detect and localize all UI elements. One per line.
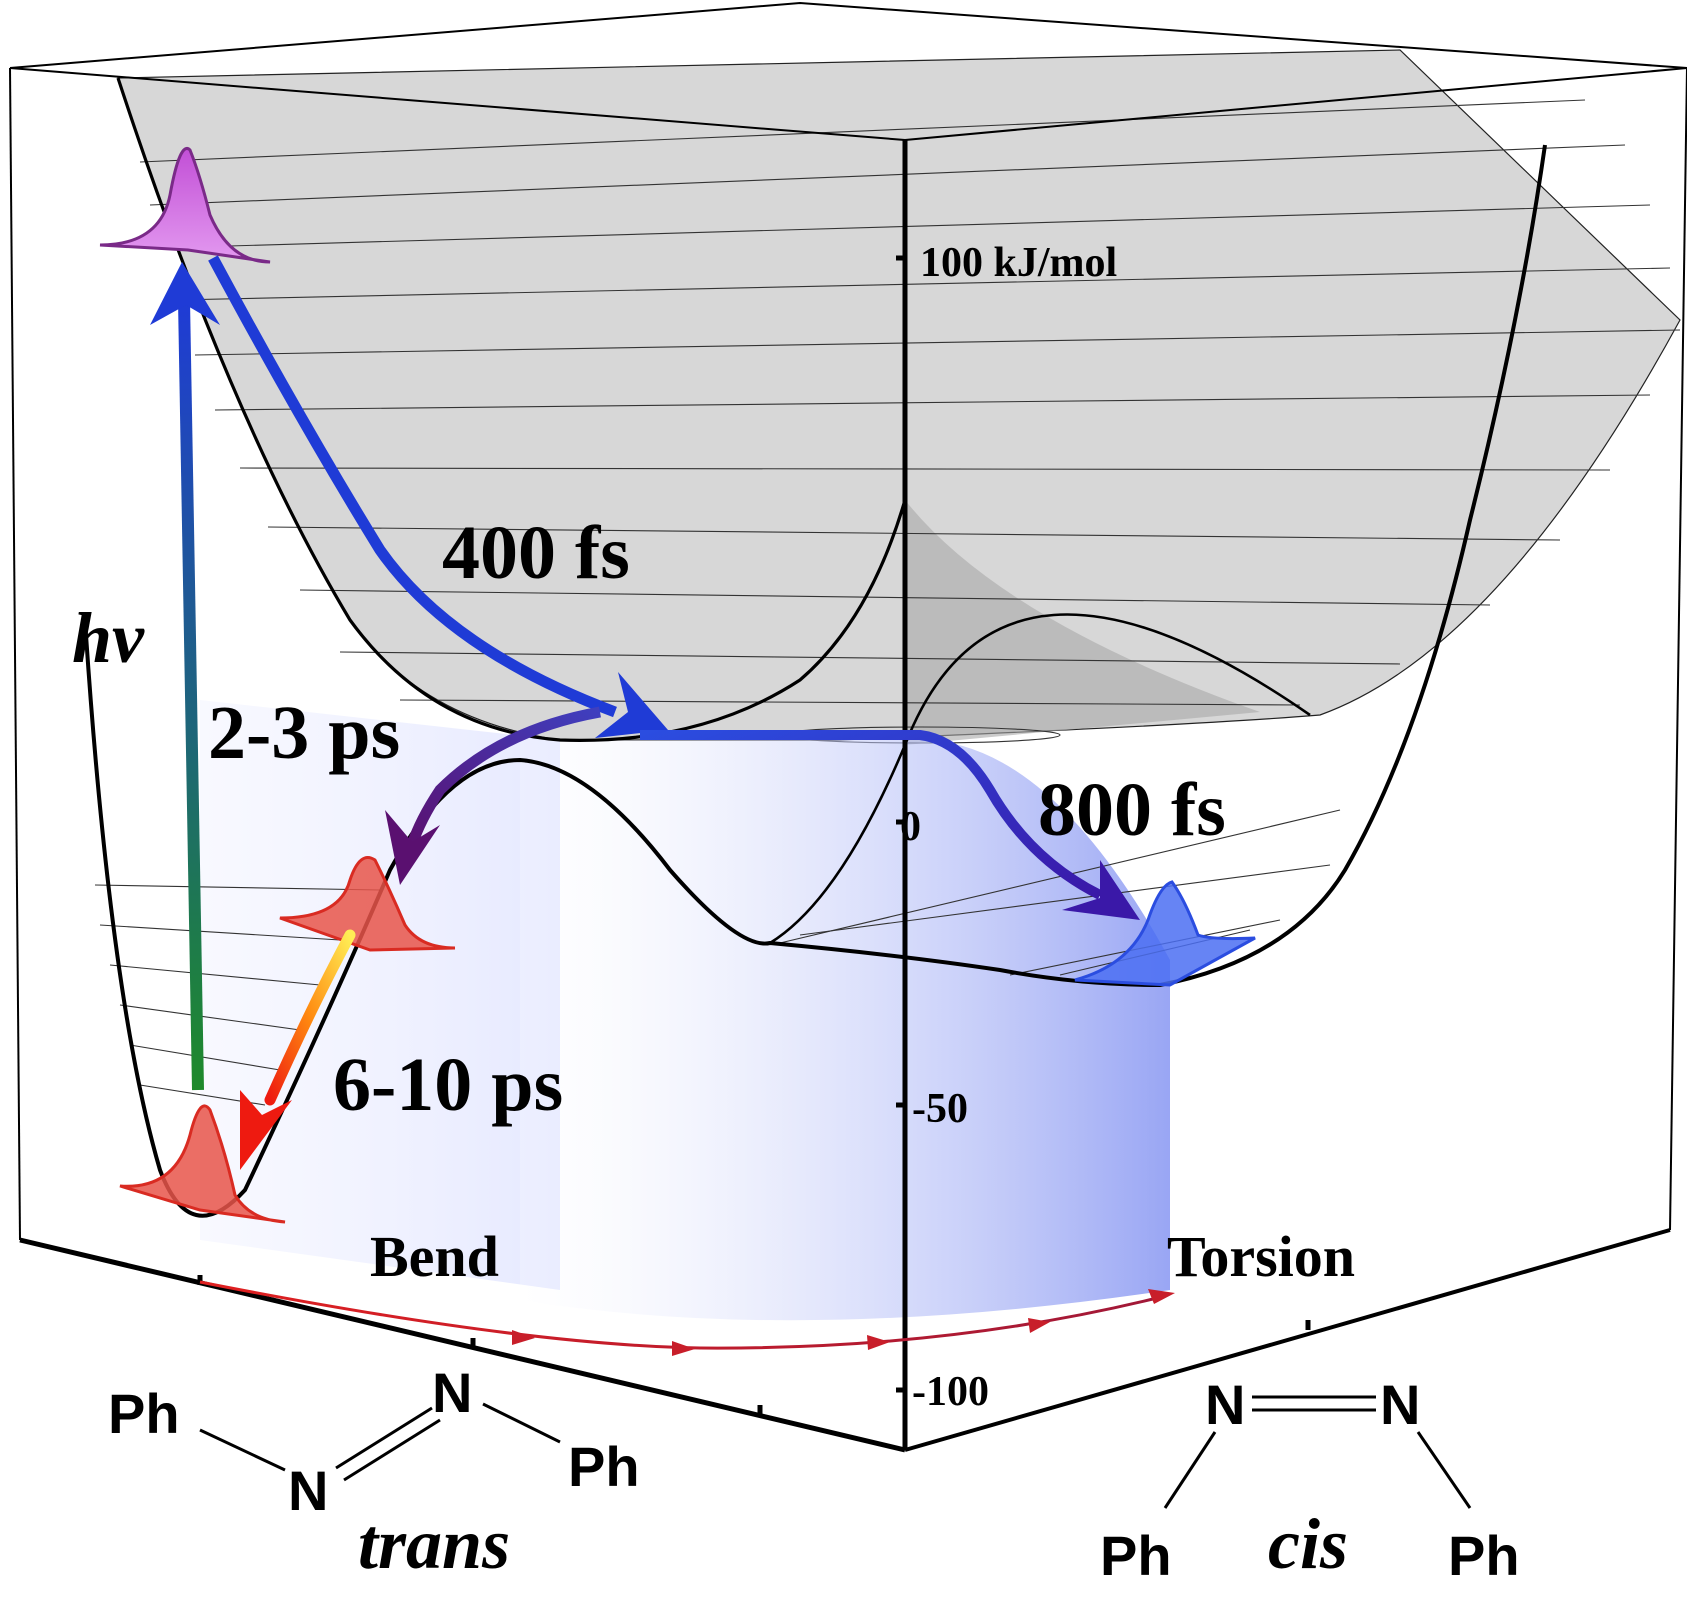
bend-coordinate-label: Bend [370, 1224, 499, 1289]
trans-ph-left: Ph [108, 1382, 180, 1445]
energy-axis-ticks [197, 255, 1311, 1415]
ground-state-shading-left [200, 700, 560, 1290]
timescale-800fs: 800 fs [1038, 768, 1226, 852]
energy-tick-minus100: -100 [912, 1369, 989, 1415]
decay-arrowhead-400fs [595, 672, 668, 738]
hot-wavepacket [279, 856, 456, 952]
torsion-coordinate-label: Torsion [1167, 1224, 1355, 1289]
ground-state-torsion-curve [769, 613, 1311, 945]
cis-structure: N N Ph Ph cis [1100, 1373, 1520, 1587]
energy-tick-100: 100 kJ/mol [920, 240, 1117, 286]
decay-arrow-2-3ps [406, 706, 601, 847]
decay-arrowhead-2-3ps [385, 810, 440, 885]
reaction-coordinate-arrowheads [512, 1289, 1175, 1356]
excitation-arrowhead [150, 262, 220, 325]
energy-tick-minus50: -50 [912, 1086, 968, 1132]
ground-state-bend-curve [83, 144, 1547, 1218]
excited-wavepacket [99, 147, 271, 264]
cis-n-right: N [1380, 1373, 1420, 1436]
reaction-coordinate-arrow [199, 1280, 1166, 1350]
cis-isomer-label: cis [1268, 1504, 1348, 1584]
decay-arrowhead-800fs [1062, 860, 1140, 920]
timescale-2-3ps: 2-3 ps [208, 691, 400, 775]
relaxed-wavepacket [119, 1104, 286, 1224]
timescale-400fs: 400 fs [442, 511, 630, 595]
decay-arrow-800fs [640, 730, 1103, 900]
excited-surface-contours [139, 99, 1681, 744]
cis-n-left: N [1205, 1373, 1245, 1436]
cis-ph-right: Ph [1448, 1524, 1520, 1587]
trans-n-lower: N [288, 1459, 328, 1522]
cis-ph-left: Ph [1100, 1524, 1172, 1587]
excited-state-curve [116, 77, 907, 742]
trans-structure: Ph N N Ph trans [108, 1361, 640, 1584]
cis-wavepacket [1074, 880, 1256, 987]
trans-isomer-label: trans [358, 1504, 510, 1584]
excitation-arrow [178, 299, 204, 1091]
cooling-arrowhead-6-10ps [240, 1090, 292, 1170]
conical-intersection-region [905, 500, 1260, 745]
excited-state-surface [117, 49, 1681, 741]
trans-ph-right: Ph [568, 1435, 640, 1498]
trans-n-upper: N [432, 1361, 472, 1424]
timescale-6-10ps: 6-10 ps [333, 1043, 563, 1127]
energy-tick-0: 0 [900, 804, 921, 850]
decay-arrow-400fs [208, 255, 617, 718]
cooling-arrow-6-10ps [264, 929, 356, 1106]
photon-energy-label: hv [72, 598, 145, 678]
